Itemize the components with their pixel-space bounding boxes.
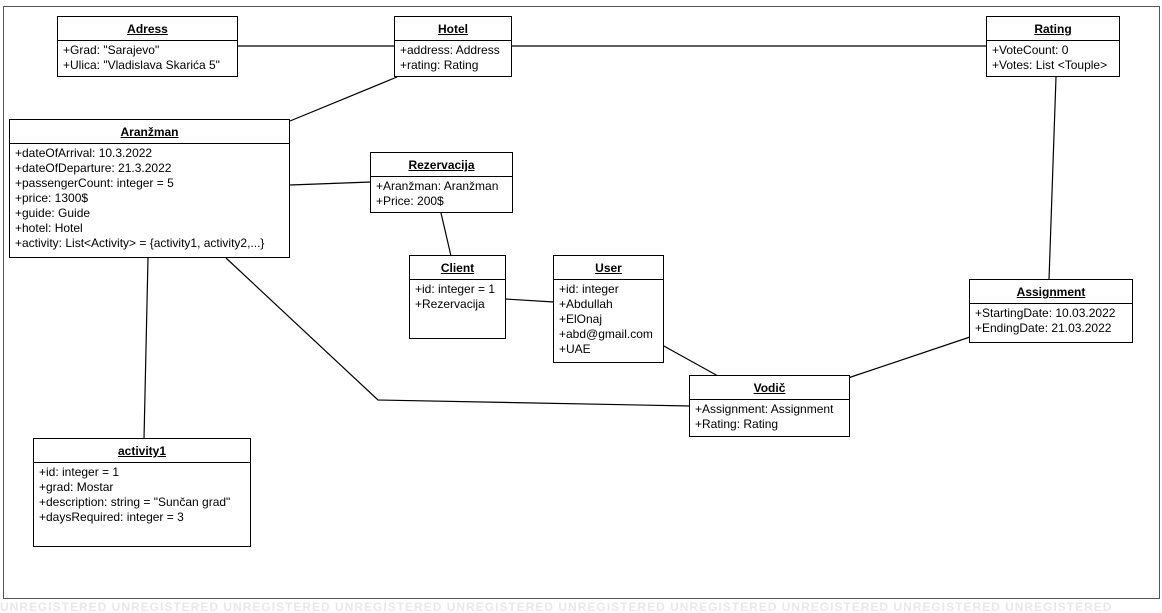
class-attribute: +abd@gmail.com	[559, 327, 653, 341]
class-name: Hotel	[395, 17, 511, 41]
class-attribute: +price: 1300$	[15, 191, 89, 205]
assoc-assignment-vodic	[847, 336, 971, 379]
class-attribute: +description: string = "Sunčan grad"	[39, 495, 231, 509]
class-aranzman[interactable]: Aranžman+dateOfArrival: 10.3.2022+dateOf…	[9, 119, 290, 258]
class-hotel[interactable]: Hotel+address: Address+rating: Rating	[394, 16, 512, 77]
class-attribute: +dateOfDeparture: 21.3.2022	[15, 161, 172, 175]
class-attribute: +StartingDate: 10.03.2022	[975, 306, 1116, 320]
watermark: UNREGISTERED UNREGISTERED UNREGISTERED U…	[0, 602, 1113, 613]
class-attributes: +address: Address+rating: Rating	[395, 41, 511, 76]
class-attributes: +id: integer = 1+Rezervacija	[410, 280, 505, 315]
class-attribute: +daysRequired: integer = 3	[39, 510, 184, 524]
class-assignment[interactable]: Assignment+StartingDate: 10.03.2022+Endi…	[969, 279, 1133, 343]
class-attributes: +dateOfArrival: 10.3.2022+dateOfDepartur…	[10, 144, 289, 254]
class-attributes: +StartingDate: 10.03.2022+EndingDate: 21…	[970, 304, 1132, 339]
assoc-aranzman-vodic	[225, 257, 691, 407]
class-attribute: +Rating: Rating	[695, 417, 779, 431]
class-attribute: +id: integer	[559, 282, 619, 296]
class-attribute: +Grad: "Sarajevo"	[63, 43, 160, 57]
assoc-client-user	[504, 298, 555, 303]
class-attribute: +dateOfArrival: 10.3.2022	[15, 146, 153, 160]
assoc-rezervacija-client	[440, 212, 452, 257]
class-attribute: +passengerCount: integer = 5	[15, 176, 174, 190]
class-attribute: +UAE	[559, 342, 591, 356]
class-name: Aranžman	[10, 120, 289, 144]
class-attribute: +address: Address	[400, 43, 500, 57]
assoc-hotel-aranzman	[289, 76, 398, 122]
class-attribute: +Assignment: Assignment	[695, 402, 834, 416]
class-attribute: +hotel: Hotel	[15, 221, 83, 235]
class-attribute: +guide: Guide	[15, 206, 91, 220]
assoc-rating-assignment	[1048, 76, 1057, 281]
class-rating[interactable]: Rating+VoteCount: 0+Votes: List <Touple>	[986, 16, 1120, 77]
class-attribute: +Aranžman: Aranžman	[376, 179, 499, 193]
class-name: Vodič	[690, 376, 849, 400]
class-attribute: +Ulica: "Vladislava Skarića 5"	[63, 58, 220, 72]
class-attributes: +VoteCount: 0+Votes: List <Touple>	[987, 41, 1119, 76]
class-client[interactable]: Client+id: integer = 1+Rezervacija	[409, 255, 506, 339]
class-name: Adress	[58, 17, 237, 41]
class-vodic[interactable]: Vodič+Assignment: Assignment+Rating: Rat…	[689, 375, 850, 437]
assoc-user-vodic	[661, 344, 719, 377]
assoc-aranzman-activity1	[143, 257, 149, 440]
class-attribute: +id: integer = 1	[415, 282, 496, 296]
class-attributes: +id: integer = 1+grad: Mostar+descriptio…	[34, 463, 250, 528]
class-attribute: +grad: Mostar	[39, 480, 114, 494]
class-name: User	[554, 256, 663, 280]
class-name: activity1	[34, 439, 250, 463]
class-rezervacija[interactable]: Rezervacija+Aranžman: Aranžman+Price: 20…	[370, 152, 513, 213]
class-attributes: +Aranžman: Aranžman+Price: 200$	[371, 177, 512, 212]
class-adress[interactable]: Adress+Grad: "Sarajevo"+Ulica: "Vladisla…	[57, 16, 238, 77]
class-attribute: +Votes: List <Touple>	[992, 58, 1108, 72]
class-attribute: +Price: 200$	[376, 194, 444, 208]
class-attribute: +rating: Rating	[400, 58, 479, 72]
diagram-frame	[3, 6, 1160, 599]
class-attribute: +Abdullah	[559, 297, 613, 311]
class-name: Rezervacija	[371, 153, 512, 177]
class-attribute: +ElOnaj	[559, 312, 603, 326]
class-attribute: +activity: List<Activity> = {activity1, …	[15, 236, 265, 250]
class-attributes: +Grad: "Sarajevo"+Ulica: "Vladislava Ska…	[58, 41, 237, 76]
class-attribute: +Rezervacija	[415, 297, 485, 311]
class-attributes: +Assignment: Assignment+Rating: Rating	[690, 400, 849, 435]
class-attribute: +id: integer = 1	[39, 465, 120, 479]
class-activity1[interactable]: activity1+id: integer = 1+grad: Mostar+d…	[33, 438, 251, 547]
class-user[interactable]: User+id: integer+Abdullah+ElOnaj+abd@gma…	[553, 255, 664, 363]
class-attribute: +VoteCount: 0	[992, 43, 1069, 57]
class-name: Client	[410, 256, 505, 280]
assoc-aranzman-rezervacija	[289, 181, 372, 186]
class-attribute: +EndingDate: 21.03.2022	[975, 321, 1112, 335]
class-name: Assignment	[970, 280, 1132, 304]
class-attributes: +id: integer+Abdullah+ElOnaj+abd@gmail.c…	[554, 280, 663, 360]
class-name: Rating	[987, 17, 1119, 41]
